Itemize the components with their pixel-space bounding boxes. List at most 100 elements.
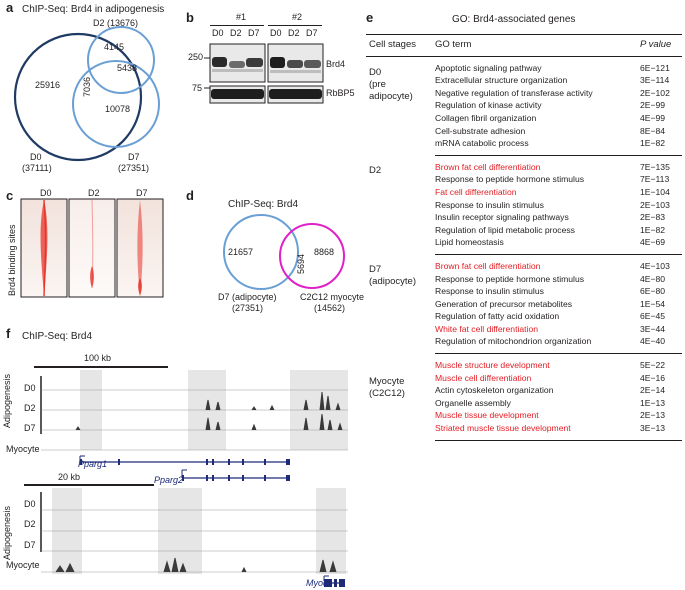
go-row: Regulation of fatty acid oxidation 6E−45 [366, 310, 682, 323]
go-header-row: Cell stages GO term P value [366, 34, 682, 57]
go-pvalue: 2E−102 [640, 87, 670, 98]
go-pvalue: 4E−69 [640, 236, 682, 255]
go-term: Collagen fibril organization [435, 112, 537, 123]
genome-browser-top [40, 370, 348, 481]
scale-bar-100kb [34, 366, 168, 368]
venn-d0-d2: 4145 [104, 42, 125, 52]
go-stage-line: D0 [369, 66, 382, 78]
scale-20kb: 20 kb [58, 472, 81, 482]
go-term: Response to peptide hormone stimulus [435, 273, 585, 284]
go-term: Generation of precursor metabolites [435, 298, 573, 309]
panel-b-label: b [186, 10, 194, 25]
go-pvalue: 4E−103 [640, 260, 670, 271]
go-pvalue: 2E−13 [640, 410, 666, 421]
panel-f-label: f [6, 326, 11, 341]
go-pvalue: 7E−113 [640, 174, 670, 185]
venn-d-right: 8868 [314, 247, 335, 257]
go-pvalue: 6E−45 [640, 311, 666, 322]
go-term: Brown fat cell differentiation [435, 260, 541, 271]
panel-f-title: ChIP-Seq: Brd4 [22, 331, 93, 342]
go-pvalue: 1E−13 [640, 397, 666, 408]
go-header-term: GO term [435, 34, 640, 57]
go-pvalue: 1E−104 [640, 186, 670, 197]
venn-d7-only: 10078 [105, 104, 131, 114]
go-pvalue: 5E−22 [640, 360, 666, 371]
adipogenesis-label-bottom: Adipogenesis [2, 505, 12, 560]
go-pvalue: 3E−13 [640, 422, 682, 441]
lane-d0-2: D0 [270, 28, 282, 38]
venn-diagram-d [223, 214, 345, 290]
track-myocyte-bottom: Myocyte [6, 560, 40, 570]
go-term: Insulin receptor signaling pathways [435, 212, 569, 223]
panel-d-label: d [186, 188, 194, 203]
venn-d0-label: D0 [30, 152, 42, 162]
lane-d7-1: D7 [248, 28, 260, 38]
panel-e-title: GO: Brd4-associated genes [452, 14, 576, 25]
panel-e-label: e [366, 10, 374, 25]
go-pvalue: 4E−16 [640, 372, 666, 383]
scale-100kb: 100 kb [84, 353, 112, 363]
track-d0-bottom: D0 [24, 499, 36, 509]
adipogenesis-label-top: Adipogenesis [2, 373, 12, 428]
panel-c-label: c [6, 188, 14, 203]
go-term: Lipid homeostasis [435, 236, 640, 255]
venn-d-right-count: (14562) [314, 303, 346, 313]
venn-d7-label: D7 [128, 152, 140, 162]
venn-diagram-a [13, 26, 160, 162]
go-term: Regulation of mitochondrion organization [435, 335, 640, 355]
venn-d-left-label: D7 (adipocyte) [218, 292, 277, 302]
lane-d7-2: D7 [306, 28, 318, 38]
lane-d2-2: D2 [288, 28, 300, 38]
venn-d2-label: D2 (13676) [93, 18, 139, 28]
go-header-stage: Cell stages [366, 34, 435, 57]
go-pvalue: 2E−14 [640, 385, 666, 396]
go-row: D7(adipocyte)Brown fat cell differentiat… [366, 254, 682, 288]
go-pvalue: 7E−135 [640, 161, 670, 172]
heatmap [20, 198, 164, 298]
heatmap-col-d7: D7 [136, 188, 148, 198]
go-pvalue: 6E−121 [640, 62, 670, 73]
heatmap-col-d2: D2 [88, 188, 100, 198]
go-term: Muscle tissue development [435, 410, 539, 421]
heatmap-ylabel: Brd4 binding sites [7, 224, 17, 296]
venn-d0-only: 25916 [35, 80, 61, 90]
go-term: Response to insulin stimulus [435, 286, 544, 297]
marker-75: 75 [192, 83, 203, 93]
go-term: Regulation of fatty acid oxidation [435, 311, 560, 322]
scale-bar-20kb [24, 484, 154, 486]
go-pvalue: 4E−40 [640, 335, 682, 355]
venn-d-left: 21657 [228, 247, 254, 257]
gene-pparg1: Pparg1 [78, 459, 108, 469]
go-pvalue: 4E−99 [640, 112, 666, 123]
go-term: Response to peptide hormone stimulus [435, 174, 585, 185]
go-pvalue: 1E−82 [640, 137, 682, 156]
go-pvalue: 1E−82 [640, 224, 666, 235]
go-stage-line: adipocyte) [369, 90, 413, 102]
rep1-underline [210, 25, 264, 26]
go-stage-line: (C2C12) [369, 387, 405, 399]
go-row: Negative regulation of transferase activ… [366, 87, 682, 100]
go-term: mRNA catabolic process [435, 137, 640, 156]
go-stage-line: D2 [369, 165, 382, 177]
go-term: Striated muscle tissue development [435, 422, 640, 441]
blot-rep2-label: #2 [292, 12, 303, 22]
venn-d2-d7: 5438 [117, 63, 138, 73]
western-blot [204, 43, 324, 104]
venn-d7-circle-d [223, 214, 299, 290]
venn-d-overlap: 5694 [296, 253, 306, 274]
go-stage-label: Myocyte(C2C12) [366, 354, 435, 441]
genome-browser-bottom [40, 488, 348, 587]
go-stage-line: D7 [369, 264, 382, 276]
